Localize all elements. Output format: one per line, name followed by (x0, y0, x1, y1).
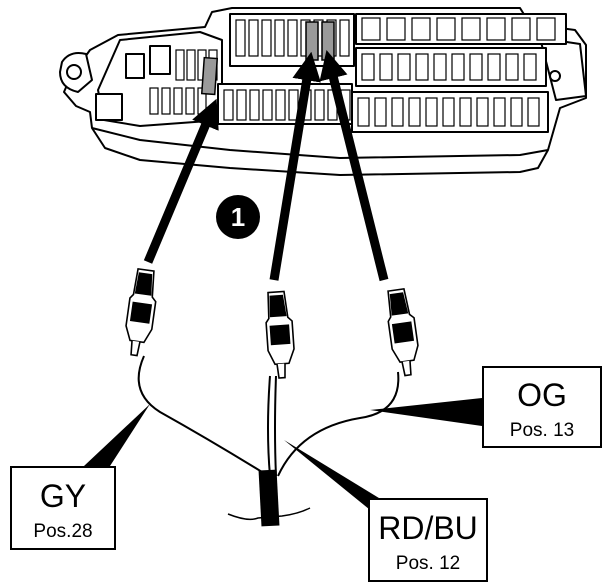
fuse-slot (262, 89, 273, 121)
fuse-slot (275, 89, 286, 121)
insertion-arrows (143, 50, 389, 282)
fuse-slot (248, 19, 259, 57)
fuse-slot (391, 97, 404, 127)
fuse-slot (236, 89, 247, 121)
fuse-slot (442, 97, 455, 127)
arrow-gy (143, 98, 219, 264)
arrow-og (319, 50, 389, 282)
fuse-slot (527, 97, 540, 127)
label-og-position: Pos. 13 (509, 420, 575, 441)
wire-sleeve (258, 469, 280, 527)
target-fuse-gy (200, 56, 219, 96)
fuse-slot (361, 17, 381, 41)
fuse-slot (314, 89, 325, 121)
fuse-slot (433, 53, 447, 81)
connector-og (387, 287, 419, 377)
fuse-slot (149, 87, 159, 115)
callout-circle (216, 195, 260, 239)
fuse-slot (461, 17, 481, 41)
label-leaders (84, 398, 482, 518)
wire-bundle (227, 469, 311, 527)
callout-marker: 1 (216, 195, 260, 239)
target-fuse-rdbu (305, 21, 319, 61)
fuse-slot (374, 97, 387, 127)
callout-number: 1 (231, 202, 245, 232)
fuse-slot (287, 19, 298, 57)
fuse-slot (425, 97, 438, 127)
wire-og (277, 371, 400, 477)
fuse-slot (249, 89, 260, 121)
label-gy-code: GY (39, 478, 87, 514)
wire-gy (137, 355, 263, 473)
fuse-slot (487, 53, 501, 81)
fuse-slot (510, 97, 523, 127)
surface-edge (227, 507, 311, 521)
fuse-slot (357, 97, 370, 127)
fuse-slot (493, 97, 506, 127)
connectors (125, 267, 419, 379)
relay-socket (95, 93, 123, 121)
fuse-slot (161, 87, 171, 115)
fuse-slot (386, 17, 406, 41)
fuse-slot (536, 17, 556, 41)
fuse-slot (511, 17, 531, 41)
target-fuse-og (321, 21, 335, 61)
label-og: OG Pos. 13 (482, 366, 602, 448)
label-rdbu: RD/BU Pos. 12 (368, 498, 488, 582)
wires (137, 355, 400, 477)
arrow-rdbu (269, 51, 321, 281)
fuse-slot (175, 49, 185, 81)
label-rdbu-position: Pos. 12 (395, 553, 461, 574)
leader-og (370, 398, 482, 426)
fuse-slot (408, 97, 421, 127)
mounting-hole-right (549, 70, 561, 82)
fuse-slot (486, 17, 506, 41)
fuse-slot (523, 53, 537, 81)
fuse-slot (411, 17, 431, 41)
fuse-slots (149, 17, 556, 127)
fuse-slot (476, 97, 489, 127)
fuse-slot (223, 89, 234, 121)
fuse-slot (397, 53, 411, 81)
label-rdbu-code: RD/BU (378, 510, 478, 546)
fuse-slot (185, 87, 195, 115)
wire-rdbu-2 (274, 375, 277, 477)
fuse-slot (186, 49, 196, 81)
fuse-slot (261, 19, 272, 57)
fuse-slot (469, 53, 483, 81)
fuse-slot (436, 17, 456, 41)
fuse-slot (173, 87, 183, 115)
fuse-slot (274, 19, 285, 57)
fuse-slot (415, 53, 429, 81)
label-gy: GY Pos.28 (10, 466, 116, 550)
fuse-slot (451, 53, 465, 81)
wire-rdbu (267, 375, 271, 477)
fuse-slot (505, 53, 519, 81)
label-gy-position: Pos.28 (33, 521, 93, 542)
fuse-box-front-lip (91, 127, 549, 159)
leader-gy (84, 404, 150, 466)
connector-gy (125, 267, 157, 357)
connector-rdbu (265, 290, 295, 379)
fuse-slot (339, 19, 350, 57)
relay-socket (149, 45, 171, 75)
fuse-slot (288, 89, 299, 121)
fuse-slot (361, 53, 375, 81)
fuse-slot (379, 53, 393, 81)
leader-rdbu (284, 440, 392, 518)
mounting-hole-left (66, 64, 82, 80)
relay-socket (125, 53, 145, 79)
fuse-slot (459, 97, 472, 127)
label-og-code: OG (517, 377, 567, 413)
fuse-slot (235, 19, 246, 57)
